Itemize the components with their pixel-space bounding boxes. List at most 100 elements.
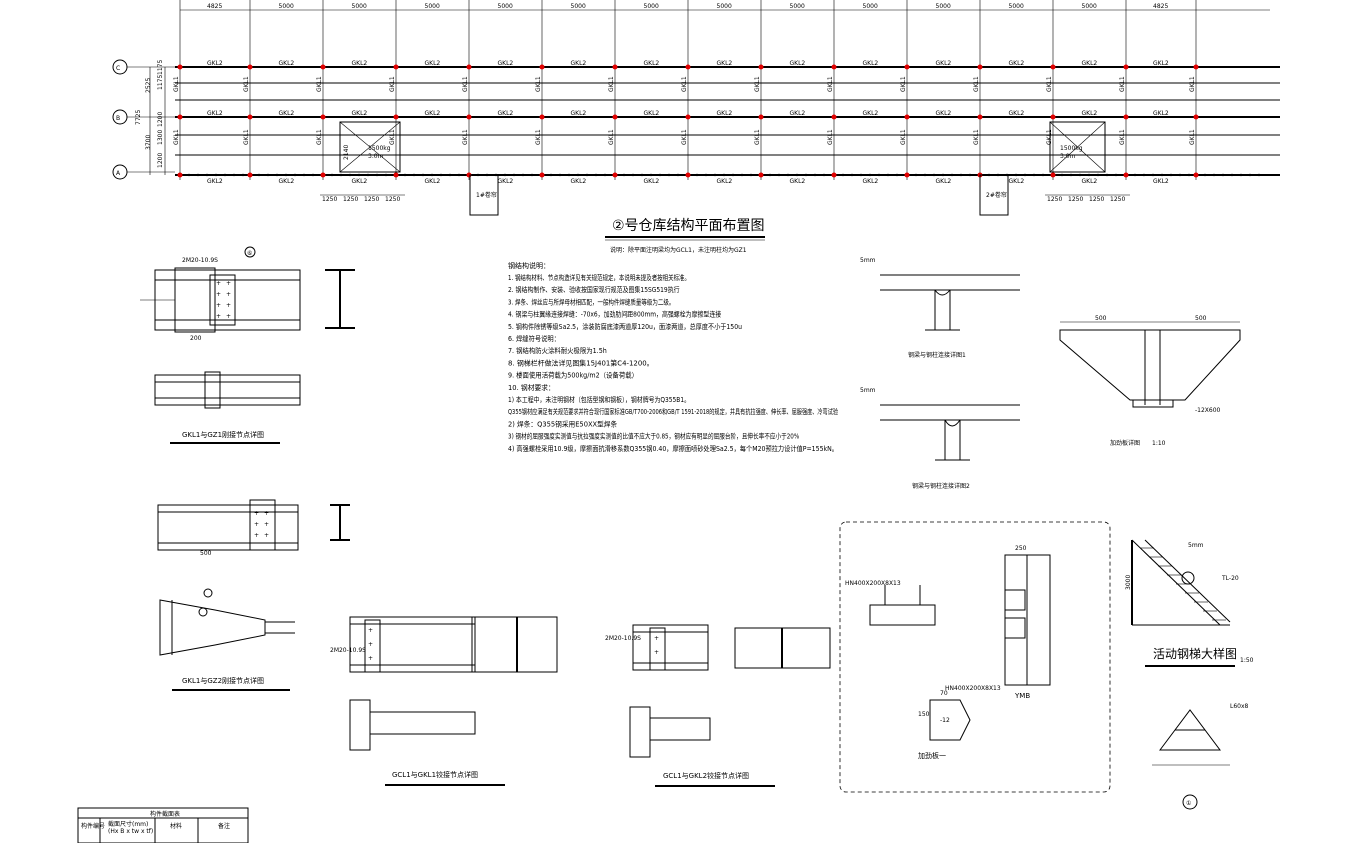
column-dot <box>1050 64 1056 70</box>
bolt: + <box>254 532 259 539</box>
column-dot <box>904 64 910 70</box>
opening-label-1: 1500kg <box>368 145 391 152</box>
bottom-dim: 1250 <box>1047 196 1062 203</box>
note-line: 9. 楼面使用活荷载为500kg/m2（设备荷载） <box>508 371 638 380</box>
beam-label: GKL2 <box>790 60 806 67</box>
plate-thk: -12 <box>940 717 950 724</box>
beam-label: GKL2 <box>644 60 660 67</box>
column-dot <box>612 172 618 178</box>
detail-10: L60x8 ① <box>1152 703 1249 810</box>
note-line: 10. 钢材要求： <box>508 383 555 392</box>
bolt-dot <box>932 173 936 177</box>
bolt-dot <box>968 173 972 177</box>
column-dot <box>1193 64 1199 70</box>
d7-scale: 1:10 <box>1152 440 1166 447</box>
bolt-dot <box>695 173 699 177</box>
bolt-dot <box>503 173 507 177</box>
bottom-dim: 1250 <box>1110 196 1125 203</box>
beam-label: GKL2 <box>1009 60 1025 67</box>
column-label: GKL1 <box>1046 76 1053 92</box>
d2-title: GKL1与GZ2刚接节点详图 <box>182 676 264 685</box>
column-dot <box>393 64 399 70</box>
note-line: 1. 钢结构材料、节点构造详见有关规范规定，本说明未提及者按相关标准。 <box>508 273 690 282</box>
beam-label: GKL2 <box>571 178 587 185</box>
column-dot <box>393 114 399 120</box>
bolt-dot <box>284 173 288 177</box>
column-dot <box>977 114 983 120</box>
top-dim: 5000 <box>1082 3 1097 10</box>
bottom-dim: 1250 <box>385 196 400 203</box>
d6-slab: 5mm <box>860 387 876 394</box>
column-label: GKL1 <box>173 129 180 145</box>
bolt: + <box>264 521 269 528</box>
bolt-dot <box>196 173 200 177</box>
bottom-dim: 1250 <box>1068 196 1083 203</box>
left-dim: 1175 <box>157 60 164 75</box>
bolt-dot <box>1203 173 1207 177</box>
bolt-dot <box>339 173 343 177</box>
ladder-tl: TL-20 <box>1221 575 1239 582</box>
plate-w: 70 <box>940 690 948 697</box>
bottom-dim: 1250 <box>364 196 379 203</box>
column-dot <box>466 114 472 120</box>
bolt-dot <box>1060 173 1064 177</box>
d1-bolt: 2M20-10.9S <box>182 257 218 264</box>
top-dim: 4825 <box>207 3 222 10</box>
bolt-dot <box>768 173 772 177</box>
d7-dim: 500 <box>1095 315 1107 322</box>
bolt-dot <box>375 173 379 177</box>
bolt-dot <box>850 173 854 177</box>
bolt-dot <box>1151 173 1155 177</box>
note-line: 4. 钢梁与柱翼缘连接焊缝：-70x6，加劲肋间距800mm，高强螺栓为摩擦型连… <box>508 310 721 319</box>
column-dot <box>177 64 183 70</box>
column-dot <box>177 172 183 178</box>
bolt: + <box>216 291 221 298</box>
column-label: GKL1 <box>1189 129 1196 145</box>
d1-title: GKL1与GZ1刚接节点详图 <box>182 430 264 439</box>
column-label: GKL1 <box>827 129 834 145</box>
bolt-dot <box>558 173 562 177</box>
bolt-dot <box>348 173 352 177</box>
bolt-dot <box>1078 173 1082 177</box>
column-label: GKL1 <box>900 76 907 92</box>
ymb-sec: HN400X200X8X13 <box>945 685 1001 692</box>
column-dot <box>320 172 326 178</box>
column-label: GKL1 <box>1119 129 1126 145</box>
bolt-dot <box>713 173 717 177</box>
bolt-dot <box>275 173 279 177</box>
beam-label: GKL2 <box>790 110 806 117</box>
bolt-dot <box>622 173 626 177</box>
beam-label: GKL2 <box>1009 110 1025 117</box>
column-dot <box>539 64 545 70</box>
note-line: 5. 钢构件除锈等级Sa2.5，涂装防腐底漆两道厚120u，面漆两道，总厚度不小… <box>508 322 742 331</box>
beam-label: GKL2 <box>352 178 368 185</box>
bolt-dot <box>1142 173 1146 177</box>
bolt-dot <box>403 173 407 177</box>
beam-label: GKL2 <box>425 110 441 117</box>
detail-gcl1-gkl2: ++ 2M20-10.9S GCL1与GKL2铰接节点详图 <box>605 624 831 787</box>
bolt-dot <box>1032 173 1036 177</box>
column-dot <box>685 114 691 120</box>
note-line: 3. 焊条、焊丝应与所焊母材相匹配，一般构件焊缝质量等级为二级。 <box>508 297 674 306</box>
bolt-dot <box>1014 173 1018 177</box>
column-label: GKL1 <box>316 129 323 145</box>
bolt-dot <box>421 173 425 177</box>
note-line: 2. 钢结构制作、安装、验收按国家现行规范及图集15SG519执行 <box>508 285 680 294</box>
bolt-dot <box>457 173 461 177</box>
column-dot <box>612 64 618 70</box>
top-dim: 5000 <box>425 3 440 10</box>
detail-beam-col-1: 5mm 钢梁与钢柱连接详图1 <box>860 257 1020 359</box>
section-table: 构件截面表 构件编号 截面尺寸(mm) (Hx B x tw x tf) 材料 … <box>77 807 249 843</box>
left-dim: 1175 <box>157 75 164 90</box>
detail-ladder: 3000 5mm TL-20 活动钢梯大样图 1:50 <box>1125 539 1254 667</box>
beam-label: GKL2 <box>352 110 368 117</box>
column-dot <box>320 64 326 70</box>
column-dot <box>1193 114 1199 120</box>
bolt: + <box>264 532 269 539</box>
bolt-dot <box>950 173 954 177</box>
left-dim: 2525 <box>145 78 152 93</box>
bolt-dot <box>187 173 191 177</box>
bolt-dot <box>1248 173 1252 177</box>
detail-gcl1-gkl1: +++ 2M20-10.9S GCL1与GKL1铰接节点详图 <box>330 616 558 786</box>
